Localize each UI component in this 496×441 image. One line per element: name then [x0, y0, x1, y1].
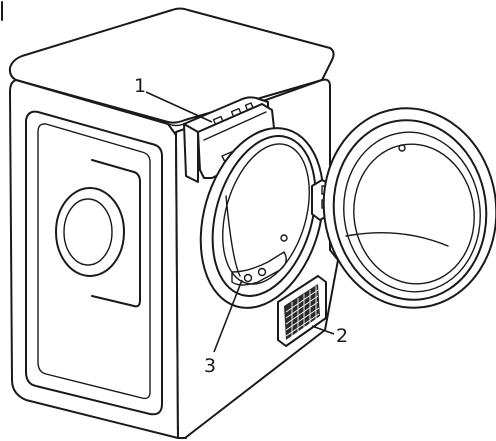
drawer-button-1 [212, 115, 224, 125]
drawer-top-edge [203, 111, 267, 141]
door-glass [353, 143, 475, 285]
callout-3: 3 [204, 279, 243, 377]
callout-2: 2 [311, 325, 348, 347]
door-opening-outer [199, 127, 325, 309]
drawer-slot [183, 123, 199, 183]
filter-knob-1 [243, 273, 253, 283]
open-door [322, 107, 496, 309]
callout-3-leader [213, 279, 243, 353]
dryer-body [8, 7, 339, 439]
callout-3-label: 3 [204, 355, 216, 377]
callout-1-label: 1 [134, 75, 146, 97]
drum-sensor [280, 234, 288, 242]
door-opening-inner [211, 135, 317, 297]
side-disc-outer [55, 187, 125, 277]
front-foot [177, 425, 187, 439]
side-recess [25, 110, 163, 416]
side-recess-inner [37, 123, 151, 400]
callout-2-label: 2 [336, 325, 348, 347]
drawer-button-3 [244, 102, 254, 111]
callout-2-leader [311, 325, 335, 335]
grille-mesh [284, 284, 320, 340]
door-glass-reflection [345, 231, 449, 247]
callout-1-leader [145, 91, 213, 123]
left-side-panel [9, 79, 179, 439]
grille-mesh-lines [285, 286, 320, 337]
filter-knob-2 [257, 267, 267, 277]
side-disc-inner [63, 198, 113, 266]
drawer-button-2 [230, 107, 242, 117]
ventilation-grille [277, 275, 327, 347]
side-recess-frame [91, 159, 141, 308]
drum-rim [222, 143, 310, 285]
door-ring-3 [343, 131, 481, 293]
door-latch-dot [398, 144, 406, 152]
drum-curve [225, 195, 241, 277]
side-recess-outer [25, 110, 163, 416]
door-outer-ring [322, 107, 496, 309]
fluff-filter [231, 251, 287, 286]
callout-1: 1 [134, 75, 213, 123]
door-ring-2 [332, 119, 488, 301]
drum-opening [199, 127, 325, 309]
